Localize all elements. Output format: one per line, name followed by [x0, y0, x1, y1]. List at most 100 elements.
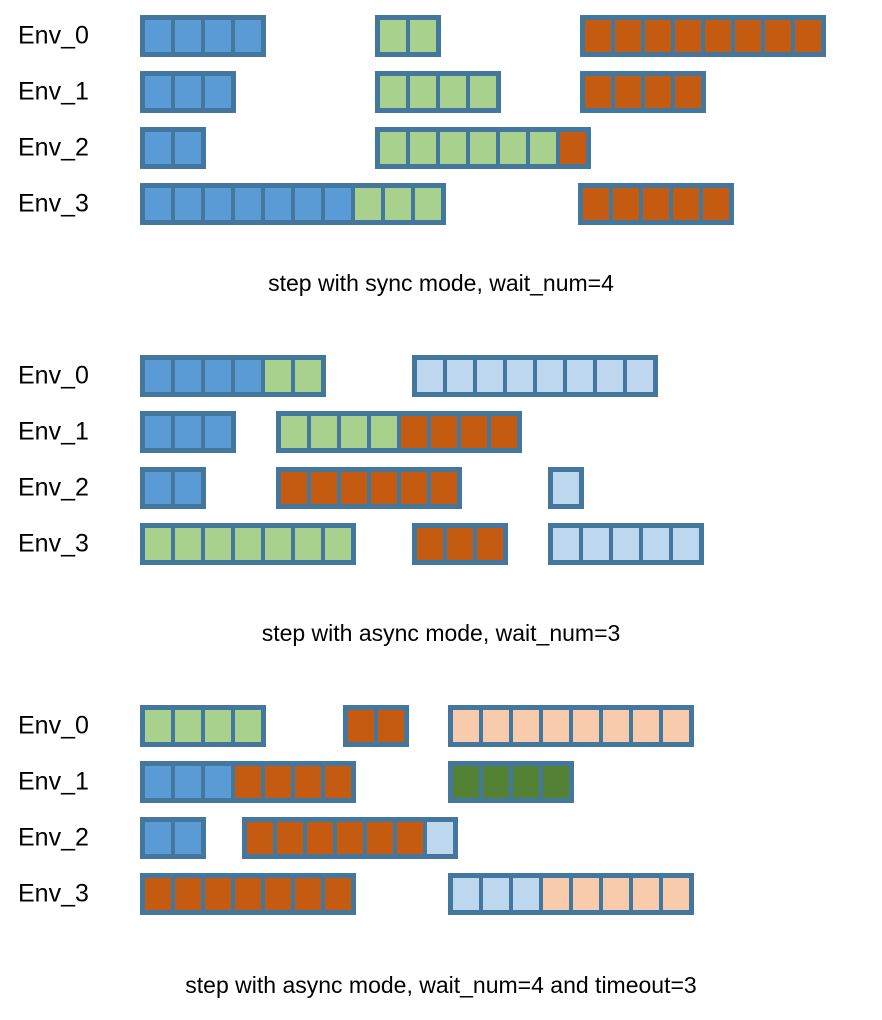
- step-cell-green: [410, 132, 436, 164]
- step-cell-peach: [453, 710, 479, 742]
- step-cell-orange: [175, 878, 201, 910]
- step-cell-light-blue: [597, 360, 623, 392]
- step-cell-blue: [205, 188, 231, 220]
- step-block: [375, 127, 591, 169]
- step-cell-orange: [325, 766, 351, 798]
- step-block: [580, 15, 826, 57]
- step-block: [548, 523, 704, 565]
- step-cell-blue: [145, 132, 171, 164]
- step-cell-green: [380, 20, 406, 52]
- step-cell-blue: [175, 416, 201, 448]
- step-cell-blue: [175, 76, 201, 108]
- step-cell-light-blue: [507, 360, 533, 392]
- step-cell-orange: [613, 188, 639, 220]
- step-cell-orange: [585, 20, 611, 52]
- step-block: [140, 705, 266, 747]
- step-cell-peach: [543, 710, 569, 742]
- step-cell-blue: [145, 20, 171, 52]
- step-cell-blue: [145, 188, 171, 220]
- step-cell-green: [235, 710, 261, 742]
- env-label: Env_2: [18, 823, 89, 852]
- step-cell-blue: [175, 766, 201, 798]
- step-block: [140, 127, 206, 169]
- env-row: Env_3: [0, 866, 882, 922]
- step-cell-blue: [145, 360, 171, 392]
- step-cell-blue: [175, 822, 201, 854]
- step-block: [140, 523, 356, 565]
- step-cell-orange: [431, 472, 457, 504]
- env-label: Env_3: [18, 879, 89, 908]
- step-cell-green: [470, 132, 496, 164]
- step-cell-orange: [397, 822, 423, 854]
- step-cell-green: [371, 416, 397, 448]
- step-cell-light-blue: [447, 360, 473, 392]
- env-label: Env_0: [18, 361, 89, 390]
- step-cell-orange: [673, 188, 699, 220]
- step-block: [140, 71, 236, 113]
- env-label: Env_1: [18, 417, 89, 446]
- step-cell-green: [530, 132, 556, 164]
- env-row: Env_0: [0, 348, 882, 404]
- step-cell-orange: [337, 822, 363, 854]
- panel-caption: step with sync mode, wait_num=4: [268, 270, 614, 296]
- step-cell-orange: [703, 188, 729, 220]
- step-cell-orange: [348, 710, 374, 742]
- step-cell-blue: [205, 360, 231, 392]
- step-block: [242, 817, 458, 859]
- step-cell-orange: [583, 188, 609, 220]
- step-cell-orange: [401, 416, 427, 448]
- step-cell-green: [175, 710, 201, 742]
- step-cell-green: [295, 360, 321, 392]
- step-cell-light-blue: [417, 360, 443, 392]
- step-cell-blue: [145, 766, 171, 798]
- step-block: [375, 71, 501, 113]
- step-cell-orange: [675, 20, 701, 52]
- step-cell-blue: [235, 360, 261, 392]
- env-row: Env_1: [0, 64, 882, 120]
- step-cell-orange: [705, 20, 731, 52]
- step-cell-green: [470, 76, 496, 108]
- step-cell-blue: [175, 472, 201, 504]
- step-cell-light-blue: [673, 528, 699, 560]
- step-cell-peach: [573, 878, 599, 910]
- step-cell-light-blue: [513, 878, 539, 910]
- step-cell-green: [440, 132, 466, 164]
- step-block: [448, 705, 694, 747]
- step-cell-orange: [295, 766, 321, 798]
- step-cell-blue: [295, 188, 321, 220]
- step-cell-blue: [235, 188, 261, 220]
- step-block: [140, 873, 356, 915]
- step-block: [140, 355, 326, 397]
- step-cell-dark-green: [453, 766, 479, 798]
- env-row: Env_0: [0, 8, 882, 64]
- step-cell-green: [265, 528, 291, 560]
- step-cell-orange: [615, 76, 641, 108]
- step-cell-orange: [235, 878, 261, 910]
- step-cell-light-blue: [477, 360, 503, 392]
- step-cell-orange: [311, 472, 337, 504]
- step-cell-orange: [795, 20, 821, 52]
- step-cell-orange: [145, 878, 171, 910]
- step-cell-light-blue: [483, 878, 509, 910]
- env-row: Env_1: [0, 754, 882, 810]
- step-cell-blue: [145, 822, 171, 854]
- step-cell-orange: [401, 472, 427, 504]
- env-label: Env_3: [18, 529, 89, 558]
- step-cell-green: [145, 528, 171, 560]
- env-label: Env_2: [18, 473, 89, 502]
- step-cell-green: [341, 416, 367, 448]
- step-block: [448, 873, 694, 915]
- step-block: [276, 411, 522, 453]
- env-row: Env_2: [0, 120, 882, 176]
- env-label: Env_1: [18, 767, 89, 796]
- step-cell-orange: [645, 76, 671, 108]
- step-cell-light-blue: [537, 360, 563, 392]
- step-cell-light-blue: [613, 528, 639, 560]
- step-cell-green: [410, 20, 436, 52]
- step-cell-green: [145, 710, 171, 742]
- step-cell-blue: [175, 360, 201, 392]
- step-cell-orange: [371, 472, 397, 504]
